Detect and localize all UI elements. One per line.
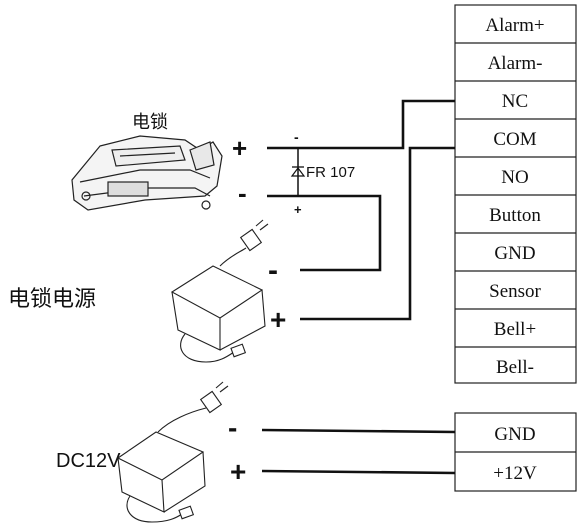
- terminal-com: COM: [493, 129, 536, 150]
- lock-minus-sign: -: [238, 178, 247, 208]
- dc-plus-sign: +: [230, 456, 246, 487]
- power-adapter-icon: [170, 219, 269, 363]
- terminal-power-gnd: GND: [494, 424, 535, 445]
- lock-power-minus-sign: -: [268, 254, 278, 287]
- diode: FR 107 - +: [290, 129, 355, 217]
- terminal-power-12v: +12V: [493, 463, 537, 484]
- terminal-bell-minus: Bell-: [496, 357, 534, 378]
- terminal-nc: NC: [502, 91, 528, 112]
- terminal-alarm-plus: Alarm+: [485, 15, 544, 36]
- terminal-bell-plus: Bell+: [494, 319, 536, 340]
- lock-icon: [71, 135, 223, 211]
- terminal-block-bottom: GND +12V: [454, 412, 577, 492]
- terminal-no: NO: [501, 167, 528, 188]
- lock-power-label: 电锁电源: [8, 287, 96, 312]
- diode-minus-sign: -: [294, 129, 299, 145]
- lock-label: 电锁: [132, 112, 168, 133]
- wire-supply-plus-to-com: [300, 146, 455, 321]
- wire-dc-minus-to-gnd: [261, 428, 456, 434]
- wires: [261, 99, 456, 475]
- terminal-gnd: GND: [494, 243, 535, 264]
- terminal-block-top: Alarm+ Alarm- NC COM NO Button GND Senso…: [454, 4, 577, 384]
- terminal-alarm-minus: Alarm-: [488, 53, 543, 74]
- dc-minus-sign: -: [228, 412, 237, 443]
- dc12v-supply: DC12V - +: [56, 381, 246, 523]
- lock-power-supply: 电锁电源 - +: [8, 219, 286, 363]
- wire-dc-plus-to-12v: [261, 469, 456, 475]
- lock-power-plus-sign: +: [270, 304, 286, 335]
- dc12v-label: DC12V: [56, 450, 121, 472]
- dc-adapter-icon: [116, 381, 229, 523]
- electric-lock: 电锁 + -: [71, 112, 247, 211]
- diode-plus-sign: +: [294, 202, 302, 217]
- wire-lock-minus-to-supply-minus: [267, 194, 382, 272]
- terminal-button: Button: [489, 205, 541, 226]
- terminal-sensor: Sensor: [489, 281, 541, 302]
- terminal-row-dividers: [455, 42, 576, 348]
- wire-lock-plus-to-nc: [267, 99, 455, 150]
- lock-plus-sign: +: [232, 133, 247, 163]
- diode-label: FR 107: [306, 164, 355, 181]
